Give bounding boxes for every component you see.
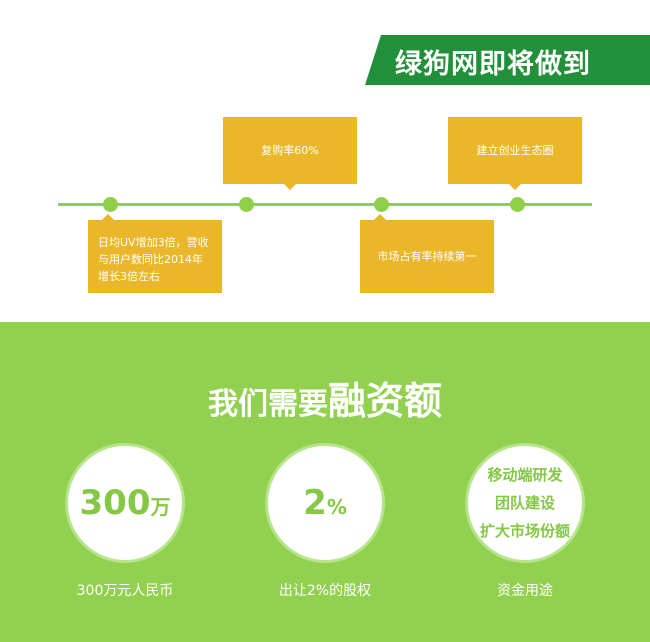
milestone-box: 建立创业生态圈 (448, 117, 582, 190)
milestone-text: 复购率60% (261, 144, 319, 157)
timeline-dot (510, 197, 525, 212)
banner-title: 绿狗网即将做到 (395, 49, 591, 80)
milestone-text: 市场占有率持续第一 (377, 250, 477, 263)
amount-circle: 300万 (65, 443, 185, 563)
timeline-line (58, 203, 592, 206)
equity-caption: 出让2%的股权 (278, 583, 372, 599)
milestone-box: 复购率60% (223, 117, 357, 190)
timeline-dot (239, 197, 254, 212)
milestone-text: 建立创业生态圈 (476, 144, 554, 157)
funding-section: 我们需要融资额 300万 2% 移动端研发团队建设扩大市场份额 300万元人民币… (0, 322, 650, 642)
timeline-dot (374, 197, 389, 212)
usage-circle: 移动端研发团队建设扩大市场份额 (465, 443, 585, 563)
amount-caption: 300万元人民币 (76, 583, 174, 599)
funding-title: 我们需要融资额 (207, 379, 442, 423)
equity-circle: 2% (265, 443, 385, 563)
timeline-dot (103, 197, 118, 212)
milestone-box: 市场占有率持续第一 (360, 214, 494, 293)
milestone-box: 日均UV增加3倍，营收与用户数同比2014年增长3倍左右 (88, 214, 222, 293)
usage-caption: 资金用途 (497, 583, 553, 599)
milestone-text: 日均UV增加3倍，营收与用户数同比2014年增长3倍左右 (98, 236, 209, 283)
banner: 绿狗网即将做到 (365, 35, 650, 85)
